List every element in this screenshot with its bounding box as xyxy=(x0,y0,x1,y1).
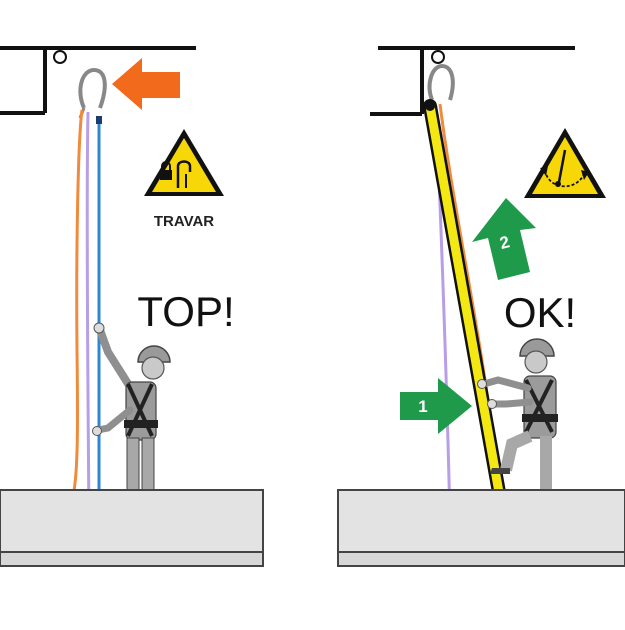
right-floor xyxy=(337,489,625,567)
yellow-pole xyxy=(423,99,512,533)
left-floor xyxy=(0,489,264,567)
green-right-arrow-icon: 1 xyxy=(400,378,472,434)
right-panel: 2 OK! 1 xyxy=(337,46,625,567)
carabiner-hook-icon xyxy=(78,67,107,119)
orange-arrow-icon xyxy=(112,58,180,110)
right-ceiling-beam xyxy=(370,46,575,116)
green-up-arrow-icon: 2 xyxy=(472,198,536,280)
left-panel: TRAVAR TOP! xyxy=(0,46,264,567)
right-big-label: OK! xyxy=(504,289,576,336)
left-big-label: TOP! xyxy=(137,288,234,335)
step-number-1: 1 xyxy=(418,397,427,416)
step-number-2: 2 xyxy=(498,232,512,253)
left-ropes xyxy=(38,109,102,528)
warning-swing-icon xyxy=(524,128,606,198)
warning-caption: TRAVAR xyxy=(154,213,214,230)
worker-figure-icon xyxy=(92,322,171,518)
right-carabiner-hook-icon xyxy=(427,63,455,101)
left-ceiling-beam xyxy=(0,46,196,115)
warning-padlock-icon xyxy=(144,129,224,196)
